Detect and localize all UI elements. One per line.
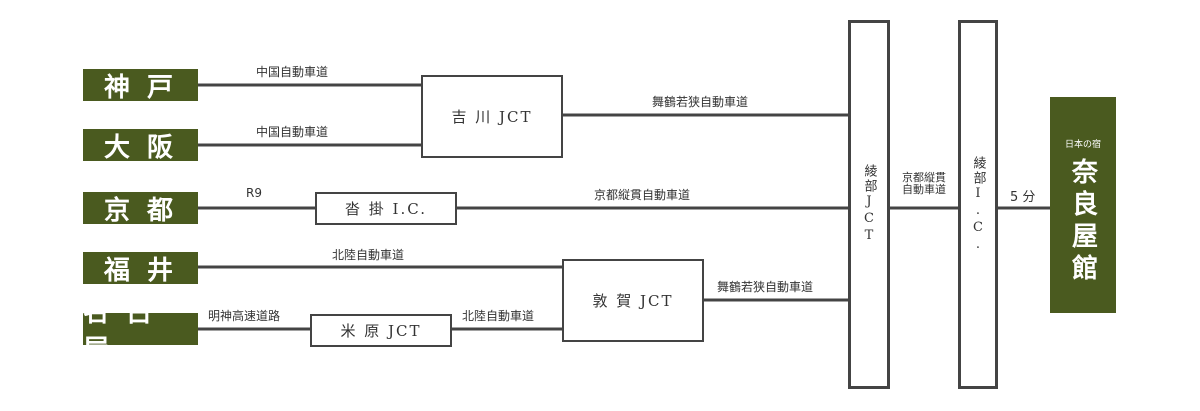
city-kyoto: 京 都 <box>83 192 198 226</box>
road-label-r9: R9 <box>246 186 262 200</box>
travel-time-label: 5 分 <box>1010 190 1036 205</box>
road-label-chugoku-1: 中国自動車道 <box>256 65 329 79</box>
junction-tsuruga-label: 敦 賀 JCT <box>592 292 674 310</box>
road-label-hokuriku-2: 北陸自動車道 <box>462 309 535 323</box>
road-label-chugoku-2: 中国自動車道 <box>256 125 329 139</box>
city-osaka-label: 大 阪 <box>103 132 178 163</box>
junction-yoshikawa-label: 吉 川 JCT <box>451 108 533 126</box>
junction-ayabe-ic: 綾部I.C. <box>958 20 998 389</box>
destination-name: 奈良屋館 <box>1067 158 1098 286</box>
junction-yoshikawa: 吉 川 JCT <box>421 75 563 158</box>
city-fukui-label: 福 井 <box>103 255 178 286</box>
junction-maibara: 米 原 JCT <box>310 314 452 347</box>
road-label-kyoto-jukan: 京都縦貫自動車道 <box>594 188 691 202</box>
road-label-meishin: 明神高速道路 <box>208 309 281 323</box>
destination-ryokan: 日本の宿 奈良屋館 <box>1050 97 1116 313</box>
junction-tsuruga: 敦 賀 JCT <box>562 259 704 342</box>
junction-ayabe-jct-label: 綾部JCT <box>861 164 877 245</box>
road-label-maizuru-2: 舞鶴若狭自動車道 <box>717 280 814 294</box>
road-label-kyoto-jukan-short: 京都縦貫 自動車道 <box>902 171 946 196</box>
city-nagoya-label: 名 古 屋 <box>83 298 157 365</box>
road-label-hokuriku-1: 北陸自動車道 <box>332 248 405 262</box>
road-label-maizuru-1: 舞鶴若狭自動車道 <box>652 95 749 109</box>
junction-maibara-label: 米 原 JCT <box>340 322 422 340</box>
junction-ayabe-jct: 綾部JCT <box>848 20 890 389</box>
junction-kutsukake: 沓 掛 I.C. <box>315 192 457 225</box>
city-kobe: 神 戸 <box>83 69 198 103</box>
destination-small-label: 日本の宿 <box>1064 140 1101 150</box>
city-osaka: 大 阪 <box>83 129 198 163</box>
junction-kutsukake-label: 沓 掛 I.C. <box>345 200 427 218</box>
city-kobe-label: 神 戸 <box>103 72 178 103</box>
city-fukui: 福 井 <box>83 252 198 286</box>
junction-ayabe-ic-label: 綾部I.C. <box>970 155 986 254</box>
city-kyoto-label: 京 都 <box>103 195 178 226</box>
city-nagoya: 名 古 屋 <box>83 298 198 365</box>
